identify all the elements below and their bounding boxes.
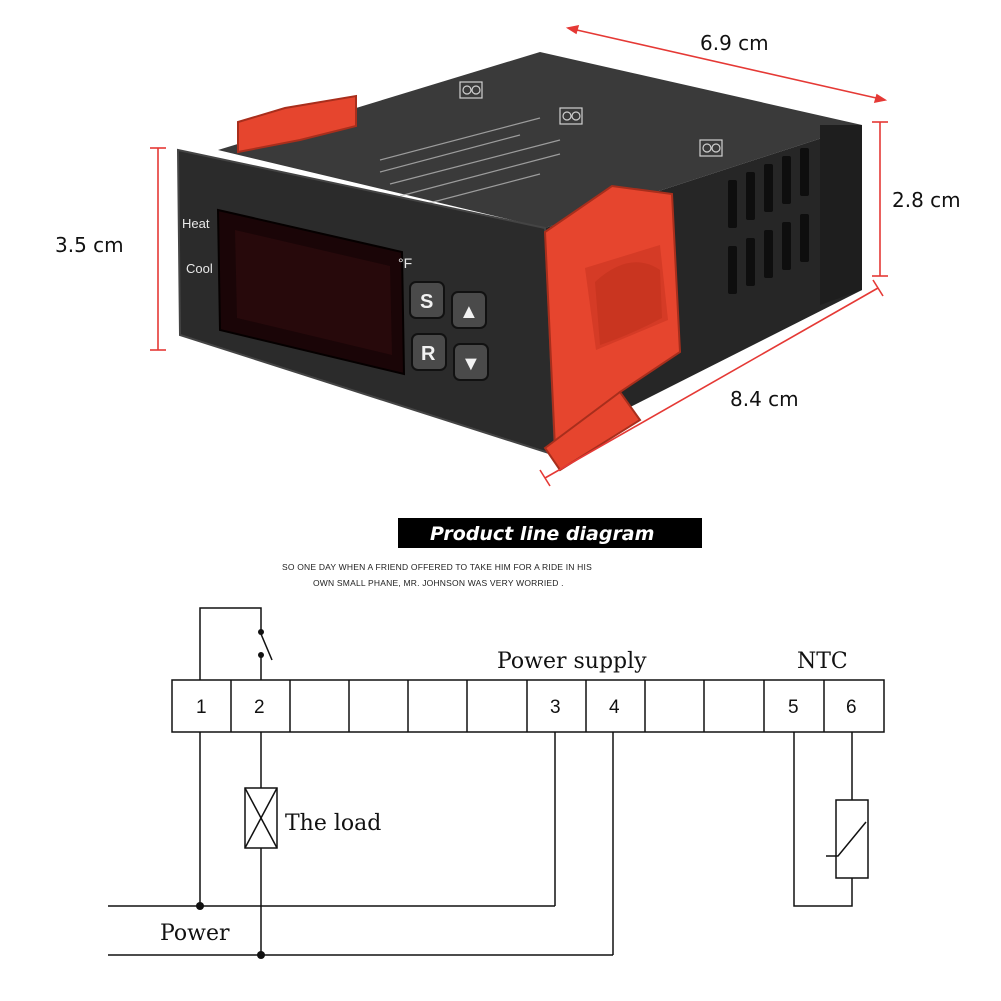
down-arrow-icon: ▼ bbox=[461, 353, 481, 375]
junction-dot bbox=[196, 902, 204, 910]
terminal-icons bbox=[459, 81, 723, 157]
unit-symbol-label: °F bbox=[398, 255, 412, 271]
terminal-1: 1 bbox=[196, 697, 207, 718]
mounting-clip-left bbox=[237, 94, 357, 154]
ntc-label: NTC bbox=[797, 649, 848, 674]
top-label-text bbox=[379, 117, 561, 209]
depth-dimension-label: 8.4 cm bbox=[730, 387, 799, 411]
thermistor-icon bbox=[826, 799, 869, 879]
power-supply-label: Power supply bbox=[497, 649, 647, 674]
diagram-header: Product line diagram bbox=[430, 523, 654, 545]
cool-indicator-label: Cool bbox=[186, 261, 213, 276]
width-dimension-label: 6.9 cm bbox=[700, 31, 769, 55]
reset-button-label: R bbox=[421, 343, 436, 365]
device-top-face bbox=[218, 52, 862, 228]
ntc-wiring bbox=[793, 732, 853, 907]
dimension-depth bbox=[539, 279, 884, 487]
switch-contact-bottom bbox=[258, 652, 264, 658]
load-wiring bbox=[108, 732, 614, 956]
diagram-subtitle-line2: OWN SMALL PHANE, MR. JOHNSON WAS VERY WO… bbox=[313, 578, 564, 588]
reset-button[interactable]: R bbox=[411, 333, 447, 371]
dimension-width bbox=[565, 24, 888, 104]
down-button[interactable]: ▼ bbox=[453, 343, 489, 381]
terminal-6: 6 bbox=[846, 697, 857, 718]
set-button-label: S bbox=[420, 291, 433, 313]
relay-switch bbox=[199, 607, 273, 680]
side-vents bbox=[728, 148, 809, 294]
mounting-clip-right bbox=[543, 184, 682, 472]
dimension-side-height bbox=[872, 121, 888, 277]
junction-dot bbox=[257, 951, 265, 959]
heat-indicator-label: Heat bbox=[182, 216, 210, 231]
controller-device: Heat Cool °F S ▲ R ▼ bbox=[176, 52, 862, 472]
terminal-4: 4 bbox=[609, 697, 620, 718]
set-button[interactable]: S bbox=[409, 281, 445, 319]
terminal-strip bbox=[171, 679, 885, 733]
terminal-2: 2 bbox=[254, 697, 265, 718]
rear-plate bbox=[820, 125, 862, 305]
switch-contact-top bbox=[258, 629, 264, 635]
side-height-dimension-label: 2.8 cm bbox=[892, 188, 961, 212]
diagram-subtitle-line1: SO ONE DAY WHEN A FRIEND OFFERED TO TAKE… bbox=[282, 562, 592, 572]
up-arrow-icon: ▲ bbox=[459, 301, 479, 323]
diagram-header-banner: Product line diagram bbox=[398, 518, 702, 548]
display-glow bbox=[235, 230, 392, 355]
front-height-dimension-label: 3.5 cm bbox=[55, 233, 124, 257]
terminal-3: 3 bbox=[550, 697, 561, 718]
up-button[interactable]: ▲ bbox=[451, 291, 487, 329]
dimension-front-height bbox=[150, 147, 166, 351]
load-label: The load bbox=[285, 811, 381, 836]
terminal-5: 5 bbox=[788, 697, 799, 718]
power-label: Power bbox=[160, 921, 230, 946]
load-symbol-icon bbox=[244, 787, 278, 849]
